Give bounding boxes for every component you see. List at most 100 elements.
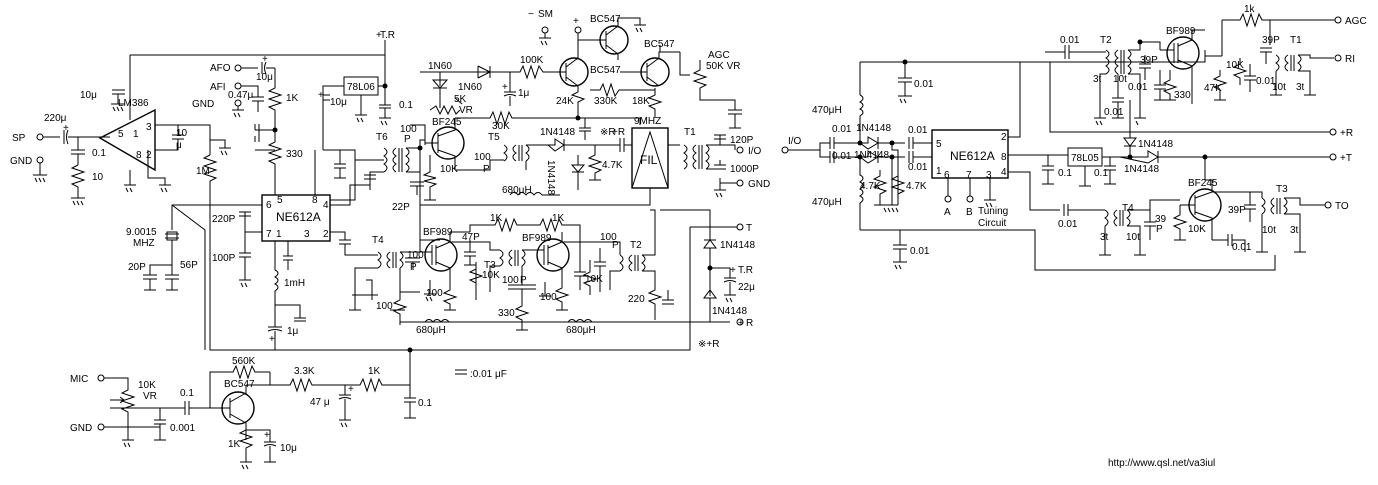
d1n4148-b-label: 1N4148 <box>545 160 556 195</box>
gnd-terminal-1 <box>36 156 44 164</box>
crystal-unit: MHZ <box>133 238 155 249</box>
svg-text:+: + <box>502 82 508 93</box>
r-r4k7-a-label: 4.7K <box>860 181 881 192</box>
t2-label-left: T2 <box>630 240 642 251</box>
r18k-label: 18K <box>632 96 650 107</box>
svg-text:+: + <box>730 265 736 276</box>
r100k-label: 100K <box>520 55 544 66</box>
pin6-label: 6 <box>944 170 950 181</box>
r-r47k-label: 47K <box>1204 83 1222 94</box>
r-c39p-d-label: 39P <box>1228 205 1246 216</box>
ne612-left-label: NE612A <box>276 210 321 224</box>
r-r1k-label: 1k <box>1244 4 1256 15</box>
r-r330-label: 330 <box>1174 90 1191 101</box>
bc547-mic <box>221 391 255 425</box>
c22u-label: 22μ <box>738 282 755 293</box>
r-r10k-b-label: 10K <box>1188 224 1206 235</box>
c10u-b-unit: μ <box>176 140 182 151</box>
c100p-b-unit: P <box>404 134 411 145</box>
l680-c-label: 680μH <box>566 325 596 336</box>
ne612-left <box>261 194 331 242</box>
r1k-c-label: 1K <box>552 213 565 224</box>
bf989-a-label: BF989 <box>423 227 453 238</box>
r-c39p-a-label: 39P <box>1140 55 1158 66</box>
b-terminal <box>966 195 974 203</box>
r10k-b-label: 10K <box>482 270 500 281</box>
t3t-c-label: 3t <box>1100 232 1109 243</box>
circuit-label: Circuit <box>978 218 1007 229</box>
pin5-label: 5 <box>936 139 942 150</box>
d1n4148-c-label: 1N4148 <box>720 240 755 251</box>
t2-label-right: T2 <box>1100 35 1112 46</box>
r30k-label: 30K <box>492 121 510 132</box>
t1-label-left: T1 <box>684 127 696 138</box>
t4-label-right: T4 <box>1122 203 1134 214</box>
bc547-mid-label: BC547 <box>590 65 621 76</box>
lm386-amp <box>98 108 156 172</box>
r330-a-label: 330 <box>286 149 303 160</box>
r-r4k7-b-label: 4.7K <box>906 181 927 192</box>
reg-78l06-label: 78L06 <box>347 82 375 93</box>
r-label-right: +R <box>1340 128 1353 139</box>
r-label-left: R <box>746 318 753 329</box>
r-c001a-label: 0.01 <box>914 79 934 90</box>
bc547-agc-label: BC547 <box>644 39 675 50</box>
c10u-c-label: 10μ <box>256 72 273 83</box>
svg-text:+: + <box>264 430 270 441</box>
lm386-label: LM386 <box>118 98 149 109</box>
bf989-b <box>536 238 570 272</box>
pin7-label: 7 <box>966 170 972 181</box>
agc-label-right: AGC <box>1345 16 1367 27</box>
gnd-terminal-4 <box>97 423 105 431</box>
ne612-right-label: NE612A <box>950 149 995 163</box>
agc-label-left: AGC <box>708 50 730 61</box>
r-c001i-label: 0.01 <box>1058 219 1078 230</box>
t10t-d-label: 10t <box>1262 225 1276 236</box>
source-url: http://www.qsl.net/va3iul <box>1108 458 1215 469</box>
c56p-label: 56P <box>180 260 198 271</box>
t10t-b-label: 10t <box>1272 82 1286 93</box>
c220p-label: 220P <box>212 214 236 225</box>
vr5k-label: VR <box>459 105 473 116</box>
c22p-label: 22P <box>392 202 410 213</box>
io-label-right: I/O <box>788 136 802 147</box>
vr10k-label: 10K <box>138 380 156 391</box>
svg-text:5: 5 <box>118 129 124 140</box>
gnd-label-4: GND <box>70 423 92 434</box>
svg-text:1: 1 <box>276 229 282 240</box>
t3t-d-label: 3t <box>1290 225 1299 236</box>
r1k-b-label: 1K <box>490 213 503 224</box>
r1m-label: 1M <box>196 166 210 177</box>
to-label: TO <box>1335 201 1349 212</box>
pin2-label: 2 <box>1001 132 1007 143</box>
t10t-a-label: 10t <box>1113 74 1127 85</box>
cap-note-label: :0.01 μF <box>470 369 507 380</box>
c100p-d-label: 100 <box>407 250 424 261</box>
t4-label-left: T4 <box>372 235 384 246</box>
cap-note-symbol <box>455 369 467 375</box>
c100p-c-label: 100 <box>474 152 491 163</box>
d1n4148-a-label: 1N4148 <box>540 127 575 138</box>
t-terminal-left <box>736 223 744 231</box>
c47u-label: 47 μ <box>310 397 330 408</box>
svg-text:+: + <box>376 30 382 41</box>
l680-b-label: 680μH <box>416 325 446 336</box>
r-c001b-label: 0.01 <box>1060 35 1080 46</box>
c01b-label: 0.1 <box>399 100 413 111</box>
r-r10k-a-label: 10K <box>1226 60 1244 71</box>
t3t-b-label: 3t <box>1296 82 1305 93</box>
gnd-label-2: GND <box>192 99 214 110</box>
r330-b-label: 330 <box>498 308 515 319</box>
svg-text:+: + <box>738 318 744 329</box>
r10k-c-label: 10K <box>585 274 603 285</box>
r-c39p-b-label: 39P <box>1262 35 1280 46</box>
c10u-a-label: 10μ <box>80 90 97 101</box>
io-terminal-right <box>781 146 789 154</box>
svg-text:4: 4 <box>323 200 329 211</box>
r-c01b-label: 0.1 <box>1094 168 1108 179</box>
r10-label: 10 <box>92 172 104 183</box>
bf245-left-label: BF245 <box>432 117 462 128</box>
svg-text:+R: +R <box>612 127 625 138</box>
c100p-a-label: 100P <box>212 253 236 264</box>
